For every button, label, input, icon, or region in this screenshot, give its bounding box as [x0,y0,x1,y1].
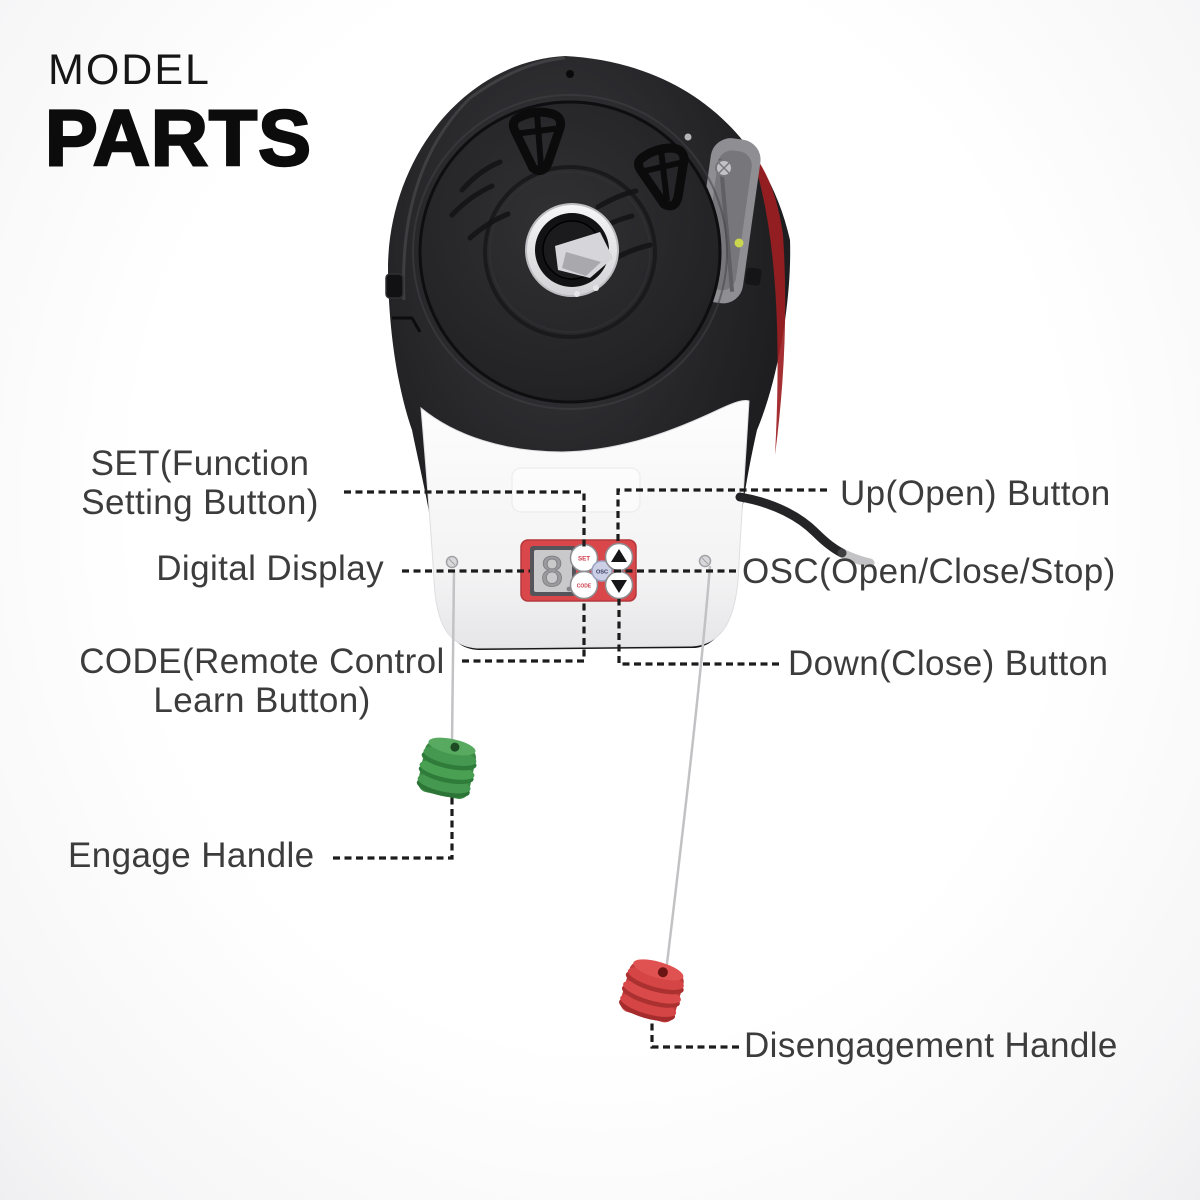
engage-cord [450,569,456,745]
bracket-screw-slot [718,162,730,174]
osc-button-label: OSC [596,569,608,575]
set-button-label: SET [578,556,590,563]
up-arrow-icon [611,549,627,562]
left-latch [385,273,404,299]
code-button-label: CODE [577,583,592,589]
label-digital-display: Digital Display [156,549,384,588]
osc-button: OSC [591,560,613,582]
down-arrow-icon [611,580,627,593]
label-code-line1: CODE(Remote Control [79,642,445,681]
label-code-button: CODE(Remote Control Learn Button) [62,642,462,720]
label-code-line2: Learn Button) [153,681,371,721]
up-button [604,542,634,572]
title-kicker: MODEL [48,46,211,94]
right-vent-grip [634,143,689,211]
callout-lines [333,488,827,1049]
label-down-button: Down(Close) Button [788,644,1109,683]
hub [525,203,619,297]
label-engage-handle: Engage Handle [68,836,315,875]
red-edge-sliver [750,150,786,455]
callout-engage [333,784,454,860]
left-step-line [392,316,422,333]
disengage-cord [664,565,712,973]
housing-emboss [511,467,641,513]
callout-up [616,488,827,545]
label-set-button: SET(Function Setting Button) [55,444,345,522]
disengagement-handle [619,959,684,1023]
drum-screw [684,133,692,141]
callout-code [462,599,586,663]
status-led [734,238,744,248]
page-title: PARTS [44,92,312,184]
callout-set [344,490,586,547]
code-button: CODE [569,570,599,600]
bracket-tab [745,267,762,286]
left-vent-grip [508,107,566,176]
label-set-line2: Setting Button) [81,483,319,523]
control-panel: 8 SET CODE OSC [520,539,637,602]
label-up-button: Up(Open) Button [840,474,1111,513]
drum-inner-ridge [483,165,657,339]
drum-outer-ridge [412,94,728,410]
housing [420,400,750,649]
power-cord-fade [837,548,875,568]
label-disengagement-handle: Disengagement Handle [744,1026,1118,1065]
drum-inner-ridge-highlight [489,171,651,333]
power-cord [735,492,847,558]
down-button [604,570,634,600]
top-screw-hole [566,70,574,78]
engage-handle [416,737,477,799]
label-set-line1: SET(Function [90,444,310,483]
digital-display: 8 [530,546,576,596]
label-osc-button: OSC(Open/Close/Stop) [742,552,1116,591]
housing-screw-left [445,555,459,569]
housing-screw-right [698,554,712,568]
display-digit: 8 [540,550,564,596]
body-rim-highlight [402,56,566,301]
